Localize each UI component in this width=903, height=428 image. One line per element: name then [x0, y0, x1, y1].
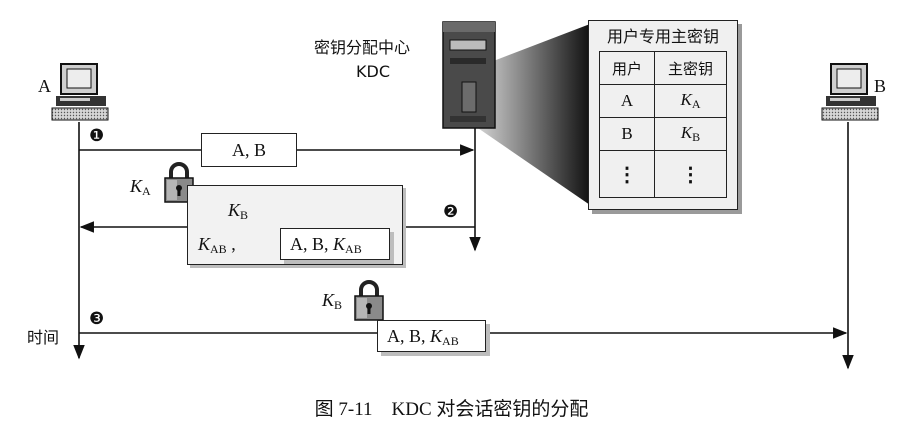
table-row: B KB — [599, 117, 727, 151]
computer-b-icon — [821, 63, 879, 121]
key-kb-label: KB — [322, 290, 343, 312]
message-1-text: A, B — [231, 140, 266, 160]
kdc-key-table: 用户 主密钥 A KA B KB ⋮ ⋮ — [599, 51, 727, 198]
kdc-server-icon — [442, 21, 496, 129]
key-ka-label: KA — [130, 176, 151, 198]
lock-kb-icon — [354, 280, 384, 321]
step-2-marker: ❷ — [443, 202, 459, 221]
col-key-header: 主密钥 — [654, 51, 727, 85]
step-1-marker: ❶ — [89, 126, 105, 145]
message-1-box: A, B — [201, 133, 297, 167]
message-2-inner-box: A, B, KAB — [280, 228, 390, 260]
row-user: A — [599, 84, 655, 118]
row-key: KA — [654, 84, 727, 118]
table-row: ⋮ ⋮ — [599, 150, 727, 198]
kdc-table-title: 用户专用主密钥 — [606, 27, 719, 46]
time-label: 时间 — [27, 328, 60, 347]
kdc-name-label: 密钥分配中心 — [314, 38, 411, 57]
message-2-inner-text: A, B, KAB — [290, 234, 362, 256]
row-key: KB — [654, 117, 727, 151]
row-user: ⋮ — [599, 150, 655, 198]
figure-caption: 图 7-11 KDC 对会话密钥的分配 — [314, 399, 589, 420]
entity-b-label: B — [874, 76, 887, 96]
row-user: B — [599, 117, 655, 151]
message-3-text: A, B, KAB — [387, 326, 459, 348]
kdc-abbr-label: KDC — [356, 62, 390, 81]
col-user-header: 用户 — [599, 51, 655, 85]
kdc-key-table-panel: 用户专用主密钥 用户 主密钥 A KA B KB ⋮ ⋮ — [588, 20, 738, 210]
table-row: A KA — [599, 84, 727, 118]
message-3-box: A, B, KAB — [377, 320, 486, 352]
kdc-beam — [470, 24, 590, 205]
table-header-row: 用户 主密钥 — [599, 51, 727, 85]
step-3-marker: ❸ — [89, 309, 105, 328]
message-2-kab-label: KAB , — [198, 234, 236, 256]
entity-a-label: A — [38, 76, 51, 96]
computer-a-icon — [51, 63, 109, 121]
key-kb-inner-label: KB — [228, 200, 249, 222]
row-key: ⋮ — [654, 150, 727, 198]
